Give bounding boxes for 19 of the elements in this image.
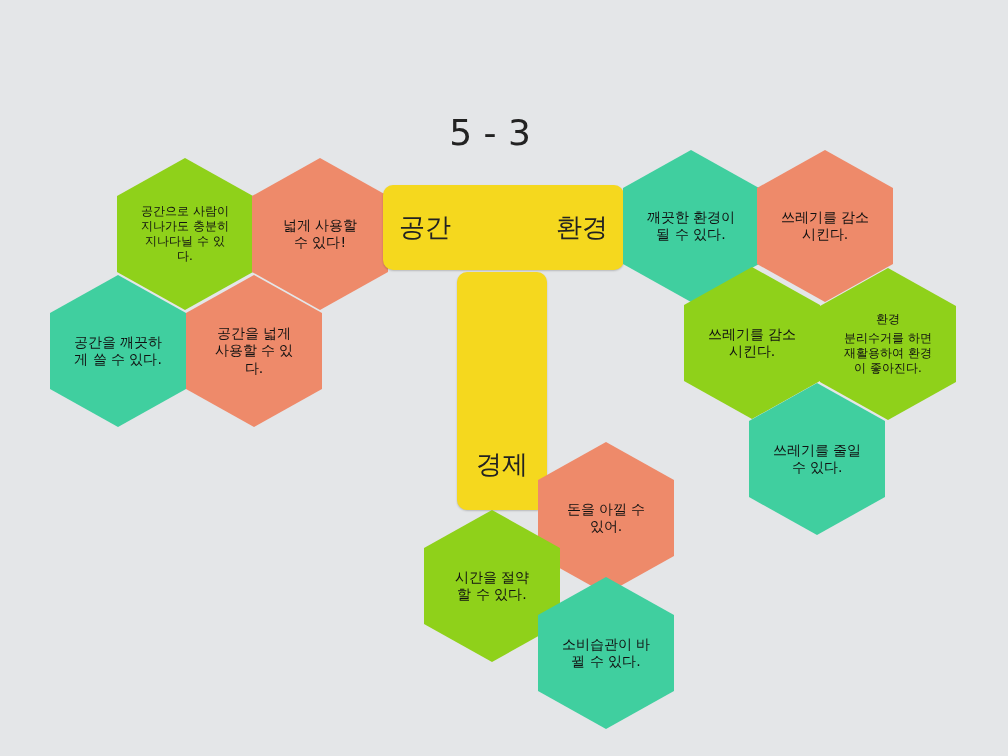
category-strip [457,272,547,510]
title-text: 5 - 3 [448,112,532,153]
note-text: 깨끗한 환경이 될 수 있다. [645,208,737,244]
category-heading: 경제 [476,448,528,481]
note-text: 쓰레기를 줄일 수 있다. [771,441,863,477]
category-heading: 공간 [399,211,451,244]
note-text: 공간을 넓게 사용할 수 있다. [213,324,295,378]
note-text: 넓게 사용할 수 있다! [281,216,359,252]
note-heading: 환경 [876,312,900,327]
note-text: 쓰레기를 감소 시킨다. [779,208,871,244]
note-text: 공간으로 사람이 지나가도 충분히 지나다닐 수 있다. [140,204,230,264]
note-text: 소비습관이 바뀔 수 있다. [560,635,652,671]
note-text: 분리수거를 하면 재활용하여 환경이 좋아진다. [843,331,933,376]
category-heading: 환경 [556,211,608,244]
note-text: 돈을 아낄 수 있어. [565,500,647,536]
note-text: 시간을 절약 할 수 있다. [453,568,531,604]
note-text: 공간을 깨끗하게 쓸 수 있다. [72,333,164,369]
note-text: 쓰레기를 감소 시킨다. [706,325,798,361]
category-strip [383,185,624,270]
